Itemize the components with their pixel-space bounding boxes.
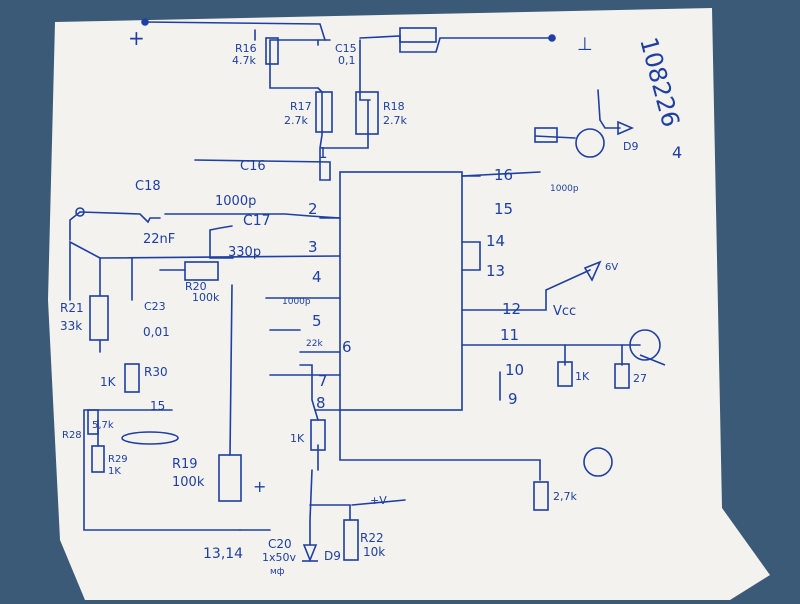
- resistors: [87, 27, 630, 561]
- ic-body: [339, 171, 463, 411]
- r-top-body: [534, 127, 558, 143]
- c16-value: 1000p: [215, 194, 256, 209]
- c15-name: C15: [335, 42, 357, 55]
- pin-13: 13: [486, 262, 505, 280]
- r30-name: R30: [144, 365, 168, 379]
- r21-value: 33k: [60, 319, 82, 333]
- diode-d9-bottom: [302, 544, 318, 563]
- r29-value: 1K: [108, 466, 121, 477]
- pin-10: 10: [505, 361, 524, 379]
- labels: + ⊥ R16 4.7k C15 0,1 R17 2.7k R18 2.7k C…: [60, 26, 647, 577]
- r28-name: R28: [62, 430, 82, 441]
- r16-value: 4.7k: [232, 54, 256, 67]
- c-pin16-value: 1000p: [550, 184, 579, 194]
- c20-plus: +: [253, 477, 266, 496]
- r17-body: [315, 91, 333, 133]
- pin-8: 8: [316, 394, 326, 412]
- r-out1-value: 1K: [575, 370, 590, 383]
- scribble: [121, 431, 179, 445]
- diode-d9-top: [617, 120, 635, 136]
- r18-value: 2.7k: [383, 114, 407, 127]
- r17-value: 2.7k: [284, 114, 308, 127]
- pin-12: 12: [502, 300, 521, 318]
- pin-2: 2: [308, 200, 318, 218]
- wires: [69, 21, 641, 546]
- c23-name: C23: [144, 300, 166, 313]
- r21-name: R21: [60, 301, 84, 315]
- node-1314: 13,14: [203, 546, 243, 562]
- r-out3-value: 2,7k: [553, 490, 577, 503]
- corner-note-line2: 4: [672, 143, 682, 162]
- pin-6: 6: [342, 338, 352, 356]
- c-pin5-value: 1000p: [282, 297, 311, 307]
- c16-name: C16: [240, 159, 266, 174]
- r29-body: [91, 445, 105, 473]
- r-out2-value: 27: [633, 372, 647, 385]
- transistor-top: [575, 128, 605, 158]
- r30-body: [124, 363, 140, 393]
- zener-diode: [583, 260, 602, 282]
- pin-16: 16: [494, 166, 513, 184]
- transistor-mid: [629, 329, 661, 361]
- r-pin8-body: [310, 419, 326, 451]
- r21-body: [89, 295, 109, 341]
- r19-value: 100k: [172, 475, 205, 490]
- node-15: 15: [150, 399, 165, 413]
- r22-body: [343, 519, 359, 561]
- d9-bottom-name: D9: [324, 549, 341, 563]
- pin-9: 9: [508, 390, 518, 408]
- c20-value: 1x50v: [262, 551, 297, 564]
- r16-name: R16: [235, 42, 257, 55]
- r30-value: 1K: [100, 375, 117, 389]
- r-out3-body: [533, 481, 549, 511]
- r-out1-body: [557, 361, 573, 387]
- vcc-top-label: +V: [370, 494, 387, 507]
- r19-name: R19: [172, 457, 198, 472]
- c17-name: C17: [243, 213, 271, 229]
- r17-name: R17: [290, 100, 312, 113]
- r29-name: R29: [108, 454, 128, 465]
- r-out2-body: [614, 363, 630, 389]
- r20-name: R20: [185, 280, 207, 293]
- transistor-bottom: [583, 447, 613, 477]
- plus-terminal: +: [128, 26, 145, 50]
- c17-value: 330p: [228, 245, 261, 260]
- c-pin6-value: 22k: [306, 339, 323, 349]
- c15-value: 0,1: [338, 54, 356, 67]
- c18-name: C18: [135, 179, 161, 194]
- r20-body: [184, 261, 219, 281]
- r19-body: [218, 454, 242, 502]
- d9-top-name: D9: [623, 140, 638, 153]
- pot-body: [399, 27, 437, 43]
- r28-body: [87, 409, 99, 435]
- c18-value: 22nF: [143, 232, 175, 247]
- r22-value: 10k: [363, 545, 385, 559]
- pin-3: 3: [308, 238, 318, 256]
- pin-numbers: 1 2 3 4 5 6 7 8 9 10 11 12 13 14 15 16: [308, 144, 524, 412]
- semiconductors: [75, 18, 666, 563]
- r18-name: R18: [383, 100, 405, 113]
- vcc-label: Vcc: [553, 304, 576, 319]
- pin-14: 14: [486, 232, 505, 250]
- r16-body: [265, 37, 279, 65]
- r-pin8-value: 1K: [290, 432, 305, 445]
- c20-unit: мф: [270, 567, 285, 577]
- pin-15: 15: [494, 200, 513, 218]
- c20-name: C20: [268, 537, 292, 551]
- pin-1: 1: [318, 144, 328, 162]
- paper-sheet: [48, 8, 770, 600]
- c23-value: 0,01: [143, 325, 170, 339]
- r18-body: [355, 91, 379, 135]
- ground-terminal: ⊥: [577, 34, 593, 55]
- zener-value: 6V: [605, 262, 618, 273]
- pin-4: 4: [312, 268, 322, 286]
- r20-value: 100k: [192, 291, 220, 304]
- pin-11: 11: [500, 326, 519, 344]
- pin-5: 5: [312, 312, 322, 330]
- r22-name: R22: [360, 531, 384, 545]
- r28-value: 5,7k: [92, 420, 114, 431]
- pin-7: 7: [318, 372, 328, 390]
